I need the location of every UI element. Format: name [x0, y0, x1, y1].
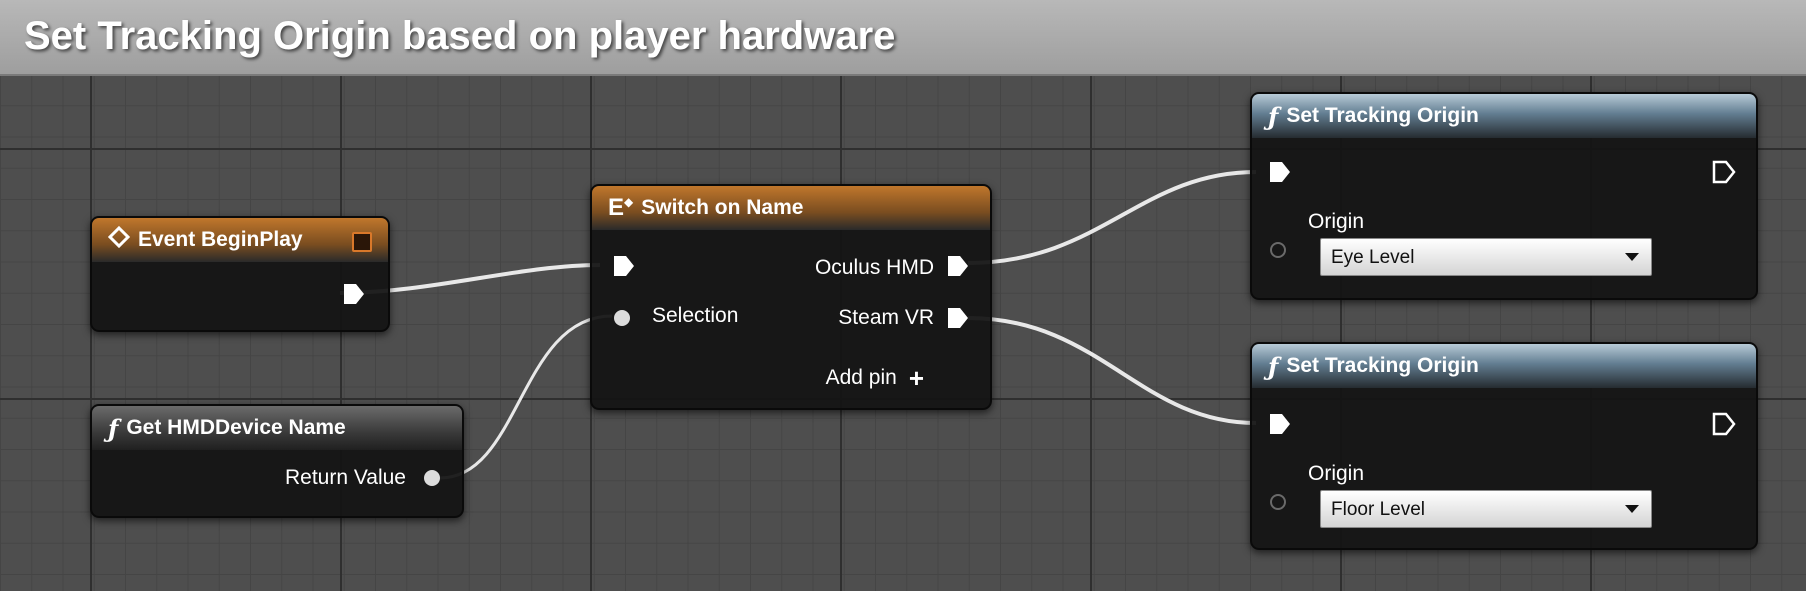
wire-steam-to-set2	[967, 316, 1257, 425]
wire-hmd-to-selection	[439, 314, 613, 480]
origin-value: Floor Level	[1331, 499, 1425, 520]
return-value-pin[interactable]	[424, 470, 440, 486]
node-title: Event BeginPlay	[138, 228, 303, 251]
add-pin-label: Add pin	[825, 366, 897, 389]
origin-label: Origin	[1308, 462, 1365, 485]
exec-in-pin[interactable]	[1268, 160, 1292, 184]
node-title: Set Tracking Origin	[1286, 354, 1479, 377]
origin-label: Origin	[1308, 210, 1365, 233]
function-icon: ƒ	[1268, 351, 1279, 381]
output-label-oculus: Oculus HMD	[814, 256, 934, 279]
selection-pin[interactable]	[614, 310, 630, 326]
function-icon: ƒ	[108, 413, 119, 443]
node-title: Get HMDDevice Name	[126, 416, 346, 439]
origin-pin[interactable]	[1270, 242, 1286, 258]
exec-out-pin[interactable]	[342, 282, 366, 306]
node-header: Event BeginPlay	[92, 218, 388, 262]
function-icon: ƒ	[1268, 101, 1279, 131]
exec-out-pin[interactable]	[1712, 160, 1736, 184]
output-label-steamvr: Steam VR	[838, 306, 934, 329]
chevron-down-icon	[1625, 505, 1639, 513]
origin-dropdown[interactable]: Floor Level	[1320, 490, 1652, 528]
switch-icon: E◆	[608, 194, 634, 221]
delegate-pin[interactable]	[352, 232, 372, 252]
comment-box-header[interactable]: Set Tracking Origin based on player hard…	[0, 0, 1806, 76]
exec-in-pin[interactable]	[1268, 412, 1292, 436]
node-header: ƒ Set Tracking Origin	[1252, 344, 1756, 388]
exec-out-pin[interactable]	[1712, 412, 1736, 436]
wire-oculus-to-set1	[967, 170, 1257, 265]
node-header: ƒ Get HMDDevice Name	[92, 406, 462, 450]
add-pin-button[interactable]: Add pin +	[825, 363, 924, 393]
node-title: Set Tracking Origin	[1286, 104, 1479, 127]
exec-in-pin[interactable]	[612, 254, 636, 278]
origin-pin[interactable]	[1270, 494, 1286, 510]
node-header: E◆ Switch on Name	[592, 186, 990, 230]
get-hmd-device-name-node[interactable]: ƒ Get HMDDevice Name Return Value	[90, 404, 464, 518]
diamond-icon	[107, 225, 131, 254]
node-title: Switch on Name	[641, 196, 804, 219]
exec-out-oculus-pin[interactable]	[946, 254, 970, 278]
comment-title: Set Tracking Origin based on player hard…	[24, 14, 896, 58]
return-value-label: Return Value	[284, 466, 406, 489]
set-tracking-origin-node-1[interactable]: ƒ Set Tracking Origin Origin Eye Level	[1250, 92, 1758, 300]
set-tracking-origin-node-2[interactable]: ƒ Set Tracking Origin Origin Floor Level	[1250, 342, 1758, 550]
chevron-down-icon	[1625, 253, 1639, 261]
origin-dropdown[interactable]: Eye Level	[1320, 238, 1652, 276]
switch-on-name-node[interactable]: E◆ Switch on Name Selection Oculus HMD S…	[590, 184, 992, 410]
plus-icon: +	[908, 363, 924, 393]
exec-out-steamvr-pin[interactable]	[946, 306, 970, 330]
node-header: ƒ Set Tracking Origin	[1252, 94, 1756, 138]
event-beginplay-node[interactable]: Event BeginPlay	[90, 216, 390, 332]
selection-label: Selection	[652, 304, 739, 327]
origin-value: Eye Level	[1331, 247, 1415, 268]
